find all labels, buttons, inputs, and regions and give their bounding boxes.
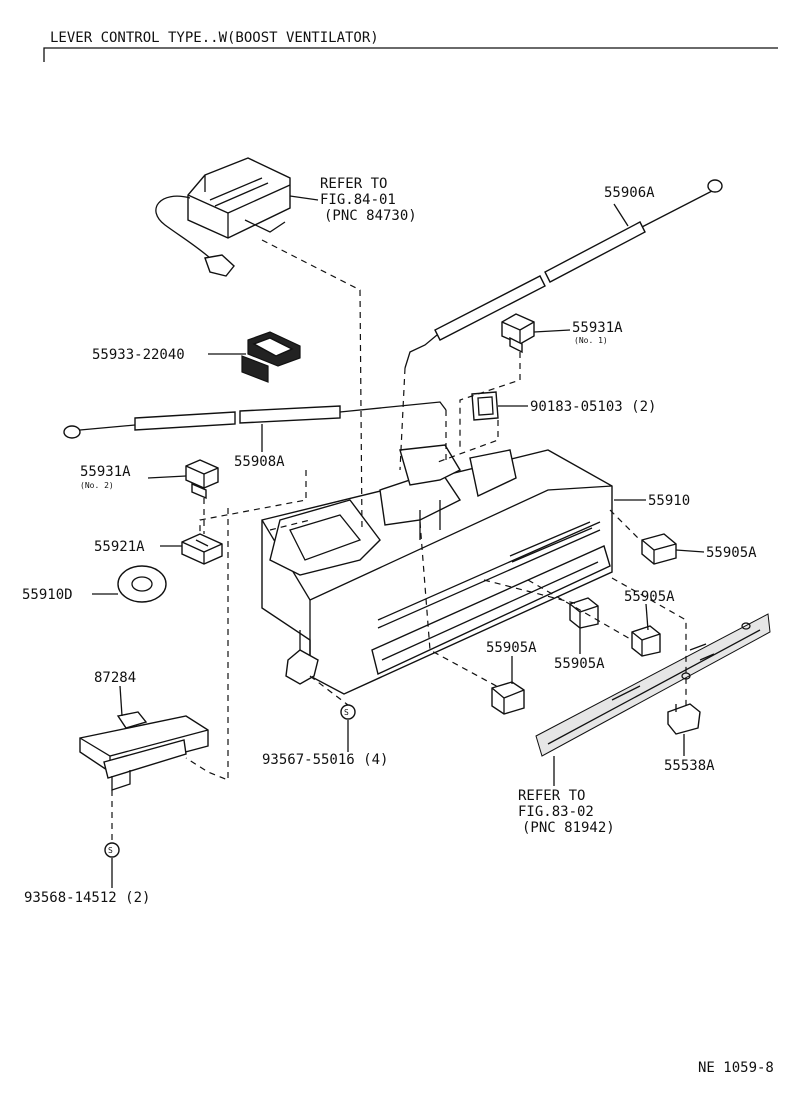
label-55908A: 55908A	[234, 454, 285, 470]
screw-mark-93568: S	[108, 846, 113, 855]
clip-55931A-no1	[501, 313, 535, 354]
screw-mark-93567: S	[344, 708, 349, 717]
label-55906A: 55906A	[604, 185, 655, 201]
label-55910D: 55910D	[22, 587, 73, 603]
clip-90183-05103	[471, 391, 499, 421]
knob-55905A-center	[569, 597, 599, 629]
label-55921A: 55921A	[94, 539, 145, 555]
ref-bottom-line-1: REFER TO	[518, 788, 585, 804]
label-55931A-no1: 55931A	[572, 320, 623, 336]
cable-55906A	[404, 179, 723, 369]
screw-93567: S	[340, 704, 356, 720]
label-55931A-no2: 55931A	[80, 464, 131, 480]
ref-top-line-1: REFER TO	[320, 176, 387, 192]
knob-55905A-center-right	[631, 625, 661, 657]
label-90183-05103: 90183-05103 (2)	[530, 399, 656, 415]
clip-55931A-no2	[185, 459, 219, 500]
header-rule	[43, 47, 778, 62]
ref-bottom-line-3: (PNC 81942)	[522, 820, 615, 836]
label-55538A: 55538A	[664, 758, 715, 774]
assembly-lines	[111, 239, 687, 843]
label-93568-14512: 93568-14512 (2)	[24, 890, 150, 906]
washer-55910D	[117, 565, 167, 603]
connector-module	[155, 157, 291, 277]
label-87284: 87284	[94, 670, 136, 686]
label-55910: 55910	[648, 493, 690, 509]
label-93567-55016: 93567-55016 (4)	[262, 752, 388, 768]
label-55905A-right: 55905A	[706, 545, 757, 561]
label-55933-22040: 55933-22040	[92, 347, 185, 363]
label-55905A-center-right: 55905A	[624, 589, 675, 605]
label-55905A-center: 55905A	[554, 656, 605, 672]
ref-top-leader	[289, 195, 319, 201]
ref-top-line-3: (PNC 84730)	[324, 208, 417, 224]
note-no2: (No. 2)	[80, 481, 114, 490]
knob-55905A-right	[641, 533, 677, 565]
figure-code: NE 1059-8	[698, 1060, 774, 1076]
note-no1: (No. 1)	[574, 336, 608, 345]
screw-93568: S	[104, 842, 120, 858]
cable-55908A	[63, 401, 447, 439]
bracket-87284	[79, 711, 209, 791]
diagram-title: LEVER CONTROL TYPE..W(BOOST VENTILATOR)	[50, 30, 379, 46]
part-55921A	[181, 533, 223, 565]
ref-top-line-2: FIG.84-01	[320, 192, 396, 208]
front-panel	[535, 613, 771, 757]
ref-bottom-line-2: FIG.83-02	[518, 804, 594, 820]
label-55905A-bottom: 55905A	[486, 640, 537, 656]
main-control-unit-55910	[261, 444, 613, 695]
part-55538A	[667, 703, 701, 735]
leader-lines	[92, 203, 705, 888]
part-55933-22040	[241, 331, 301, 383]
knob-55905A-bottom	[491, 681, 525, 715]
